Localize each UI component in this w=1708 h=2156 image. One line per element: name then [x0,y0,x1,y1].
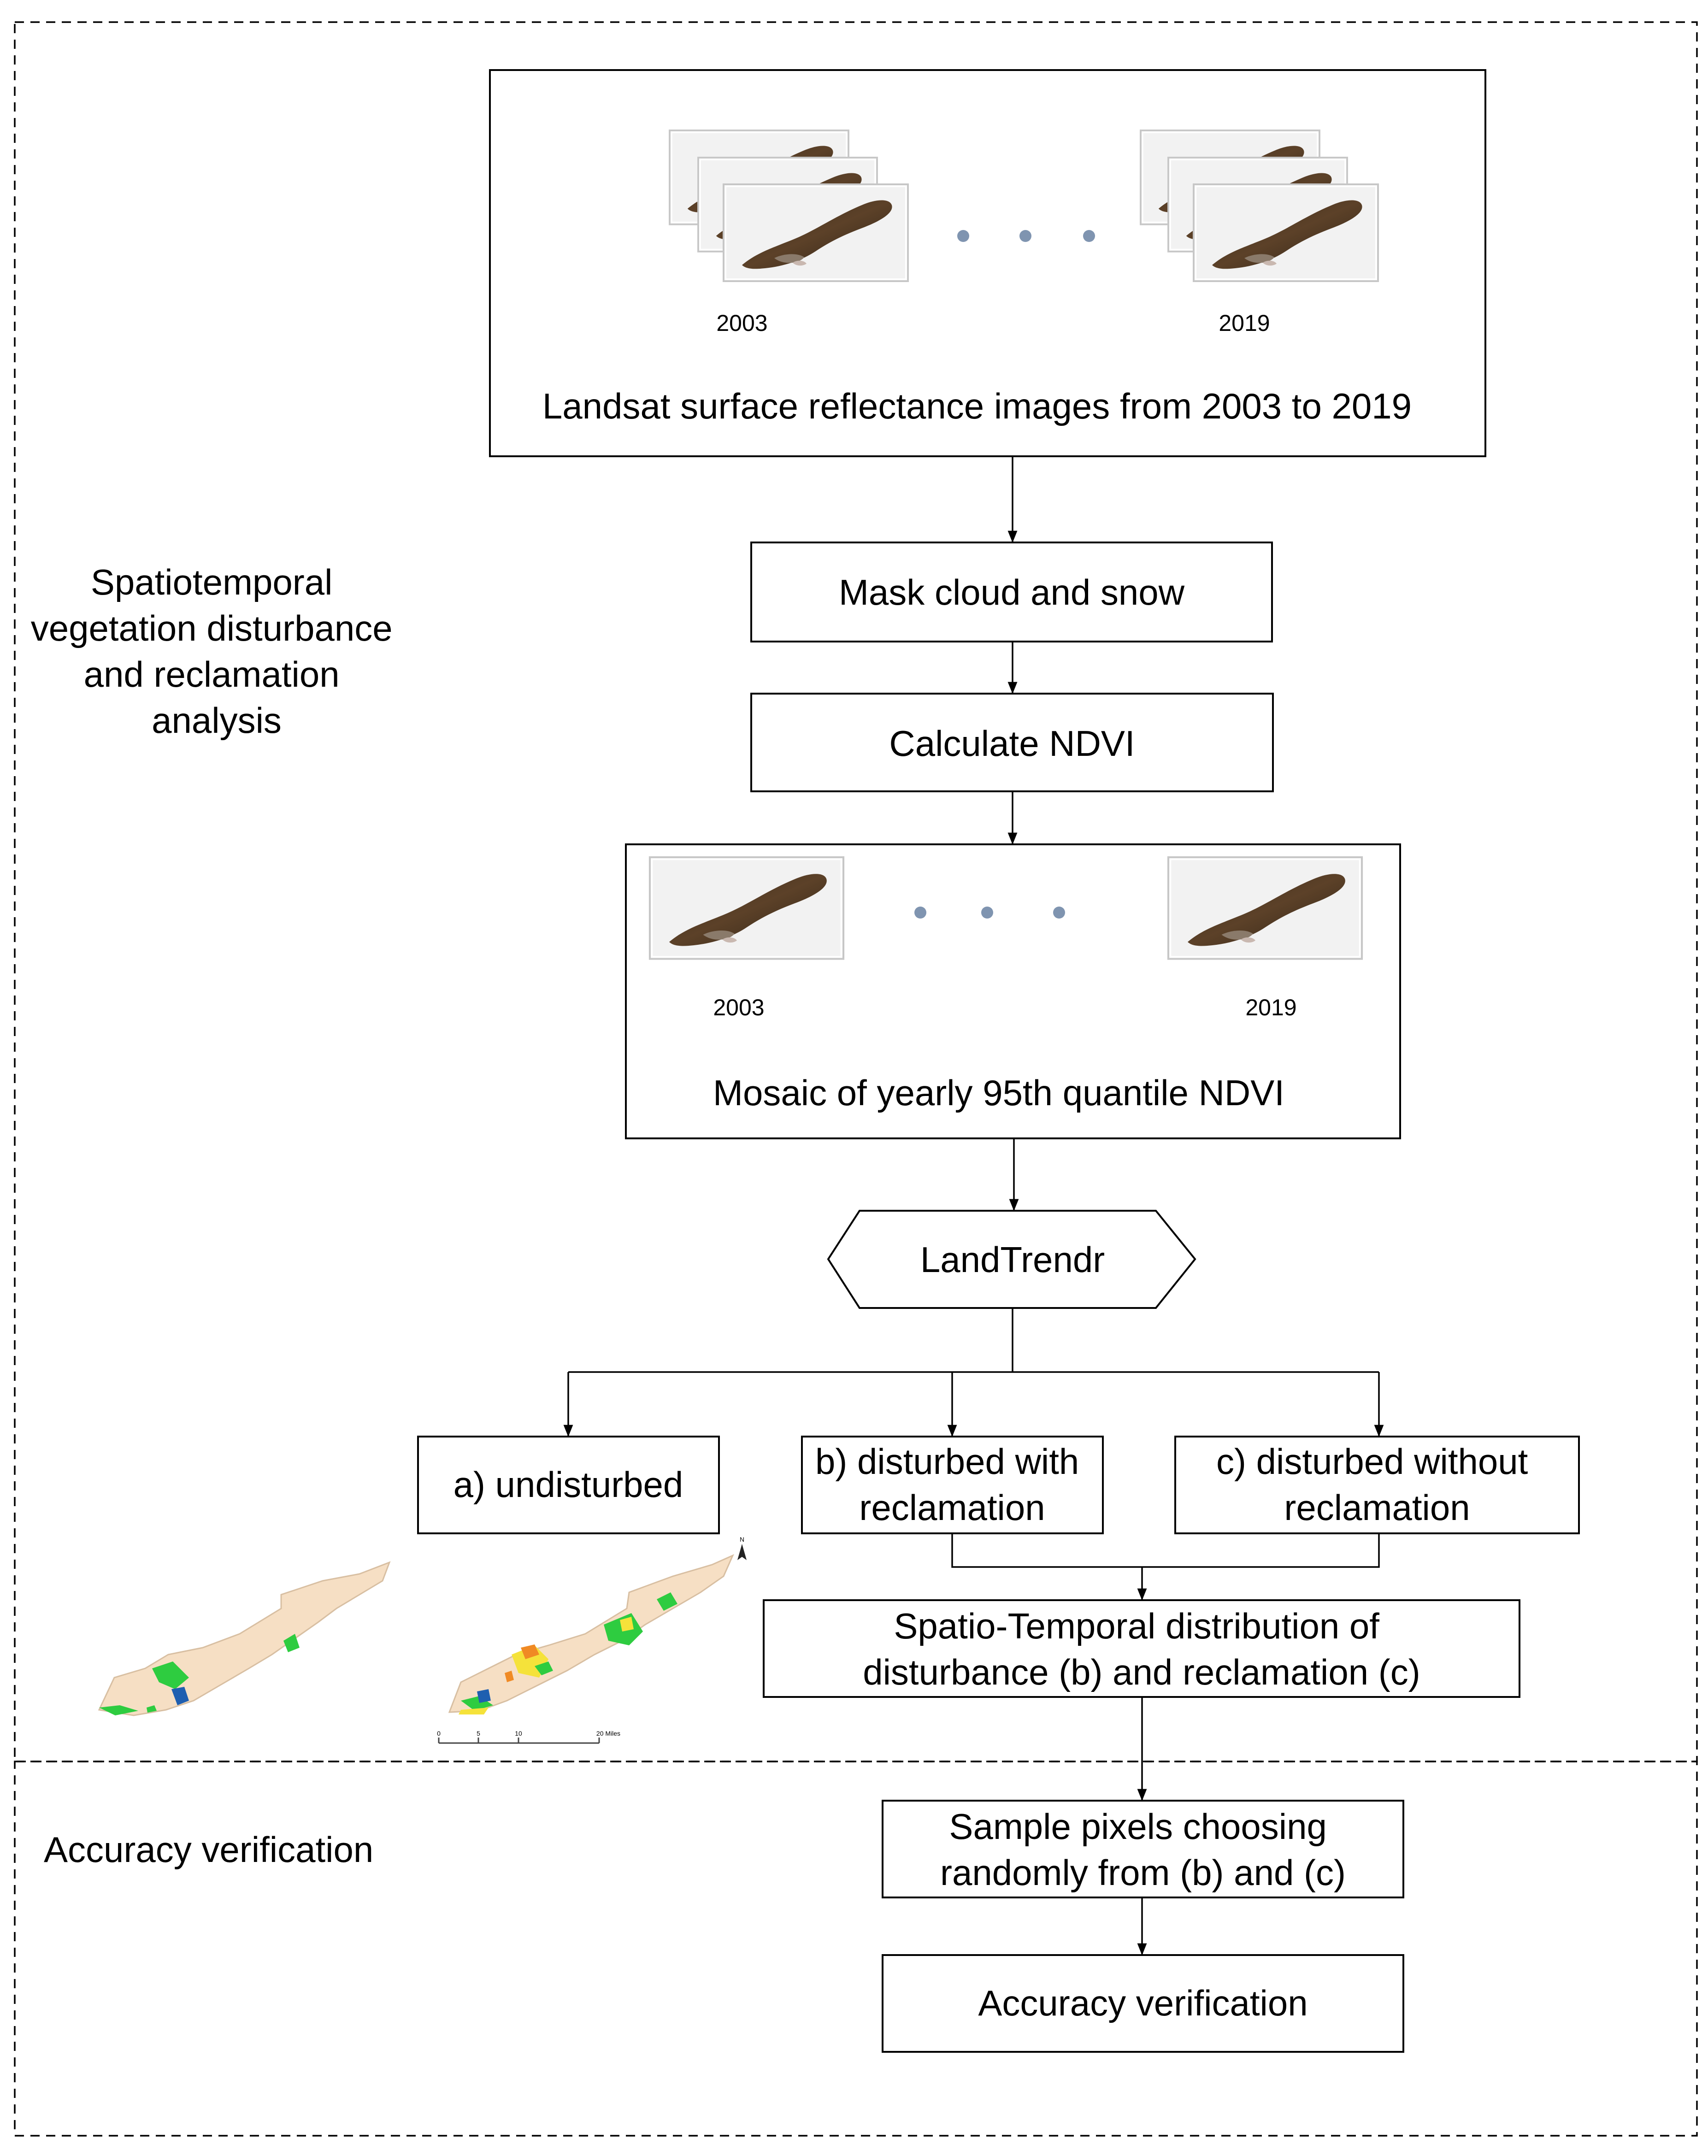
map-scale-10: 10 [515,1730,522,1737]
section-frame-verification [14,1761,1698,2137]
landsat-label: Landsat surface reflectance images from … [542,386,1412,426]
north-arrow-icon: N [737,1536,747,1560]
distribution-label: Spatio-Temporal distribution of disturba… [863,1606,1420,1692]
accuracy-box [882,1954,1404,2053]
class-c-label: c) disturbed without reclamation [1216,1441,1538,1528]
map-scale-20: 20 Miles [596,1730,620,1737]
ndvi-box [750,693,1274,792]
section-label-verification: Accuracy verification [44,1829,373,1870]
class-a-box [417,1436,720,1534]
class-b-box [801,1436,1104,1534]
section-label-analysis: Spatiotemporal vegetation disturbance an… [31,562,403,741]
mosaic-image-end [1168,857,1362,959]
mask-box [750,542,1273,642]
north-label: N [740,1536,744,1543]
accuracy-label: Accuracy verification [978,1983,1308,2023]
map-scale-5: 5 [477,1730,480,1737]
sample-label: Sample pixels choosing randomly from (b)… [940,1806,1346,1893]
ellipsis-dots-landsat [957,230,1095,242]
landsat-year-end: 2019 [1219,310,1270,336]
map-scale-0: 0 [437,1730,441,1737]
landtrendr-hexagon [827,1210,1196,1309]
class-c-box [1174,1436,1580,1534]
section-frame-analysis [14,21,1698,1762]
map-thumbnail-classified [448,1554,734,1714]
mask-label: Mask cloud and snow [839,572,1185,613]
map-thumbnail-undisturbed [98,1561,391,1716]
mosaic-label: Mosaic of yearly 95th quantile NDVI [713,1072,1284,1113]
class-b-label: b) disturbed with reclamation [815,1441,1089,1528]
mosaic-year-start: 2003 [713,995,764,1020]
sample-box [882,1800,1404,1898]
mosaic-image-start [650,857,843,959]
landsat-year-start: 2003 [716,310,767,336]
map-scale-bar: 0 5 10 20 Miles [437,1730,620,1744]
ndvi-label: Calculate NDVI [889,723,1135,764]
mosaic-year-end: 2019 [1245,995,1296,1020]
distribution-box [763,1599,1520,1698]
landtrendr-label: LandTrendr [920,1239,1105,1280]
ellipsis-dots-mosaic [914,907,1065,919]
class-a-label: a) undisturbed [454,1464,683,1505]
